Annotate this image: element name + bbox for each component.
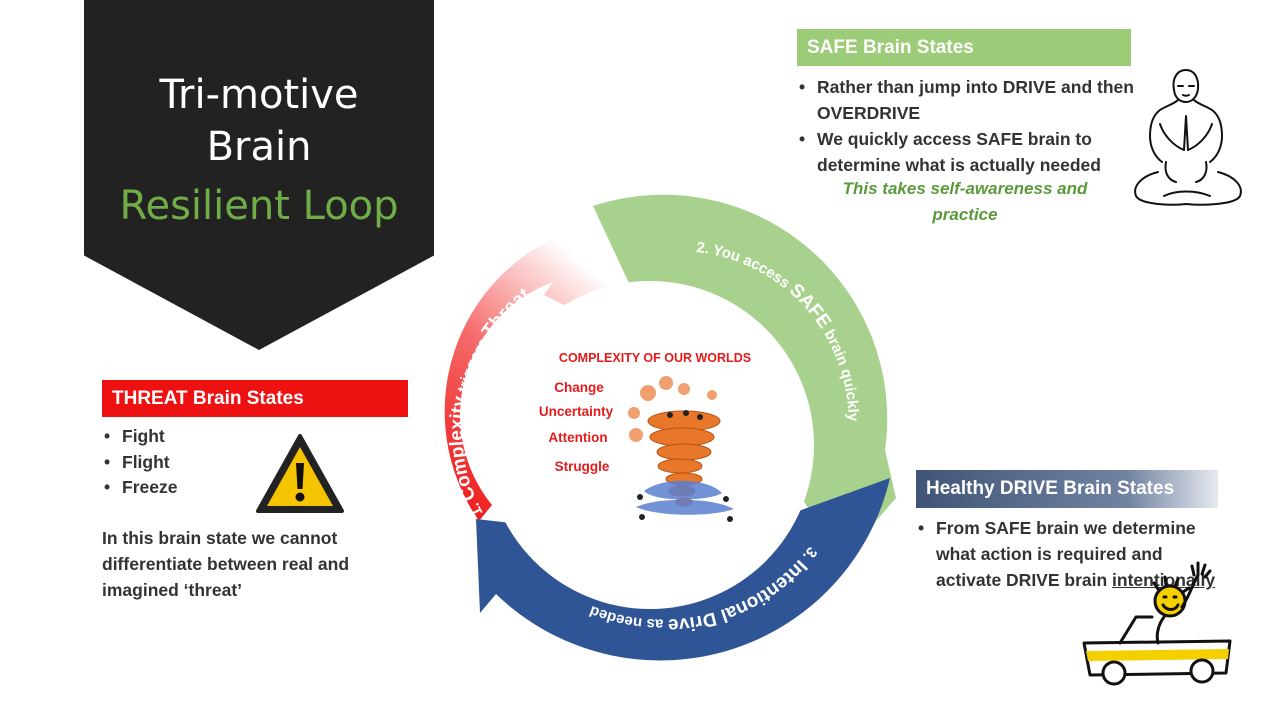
title-line-2: Brain [206,124,312,170]
safe-note: This takes self-awareness and practice [842,179,1088,224]
safe-bullet-list: Rather than jump into DRIVE and then OVE… [797,74,1142,178]
center-word: Attention [548,430,608,445]
arrow1-big: Complexity [446,394,480,503]
center-word: Uncertainty [538,404,614,419]
meditating-person-icon [1134,69,1242,206]
safe-bullet: We quickly access SAFE brain to determin… [797,126,1142,178]
center-word: Change [554,380,604,395]
drive-header: Healthy DRIVE Brain States [916,470,1218,508]
warning-triangle-icon [256,434,344,513]
center-disc [486,281,814,609]
threat-bullet: Fight [102,424,302,450]
title-subtitle: Resilient Loop [119,183,399,229]
drive-bullet-list: From SAFE brain we determine what action… [916,515,1226,593]
center-word: Struggle [554,459,610,474]
center-title: COMPLEXITY OF OUR WORLDS [558,351,752,365]
title-panel: Tri-motive Brain Resilient Loop [84,0,434,350]
threat-arrow [444,220,622,521]
safe-header: SAFE Brain States [797,29,1131,66]
tornado-icon [628,376,734,522]
threat-header: THREAT Brain States [102,380,408,417]
threat-paragraph: In this brain state we cannot differenti… [102,528,350,600]
threat-bullet: Flight [102,450,302,476]
happy-driver-car-icon [1082,561,1232,686]
arrow3-prefix: 3. [796,544,820,568]
safe-bullet: Rather than jump into DRIVE and then OVE… [797,74,1142,126]
arrow1-prefix: 1. [464,496,487,519]
threat-bullet-list: Fight Flight Freeze [102,424,302,501]
title-line-1: Tri-motive [159,72,359,118]
drive-bullet-text: From SAFE brain we determine what action… [936,518,1196,590]
drive-bullet: From SAFE brain we determine what action… [916,515,1226,593]
resilient-loop-diagram: 1. Complexity triggers Threat 2. You acc… [444,194,896,661]
drive-bullet-underlined: intentionally [1112,570,1216,590]
threat-bullet: Freeze [102,475,302,501]
